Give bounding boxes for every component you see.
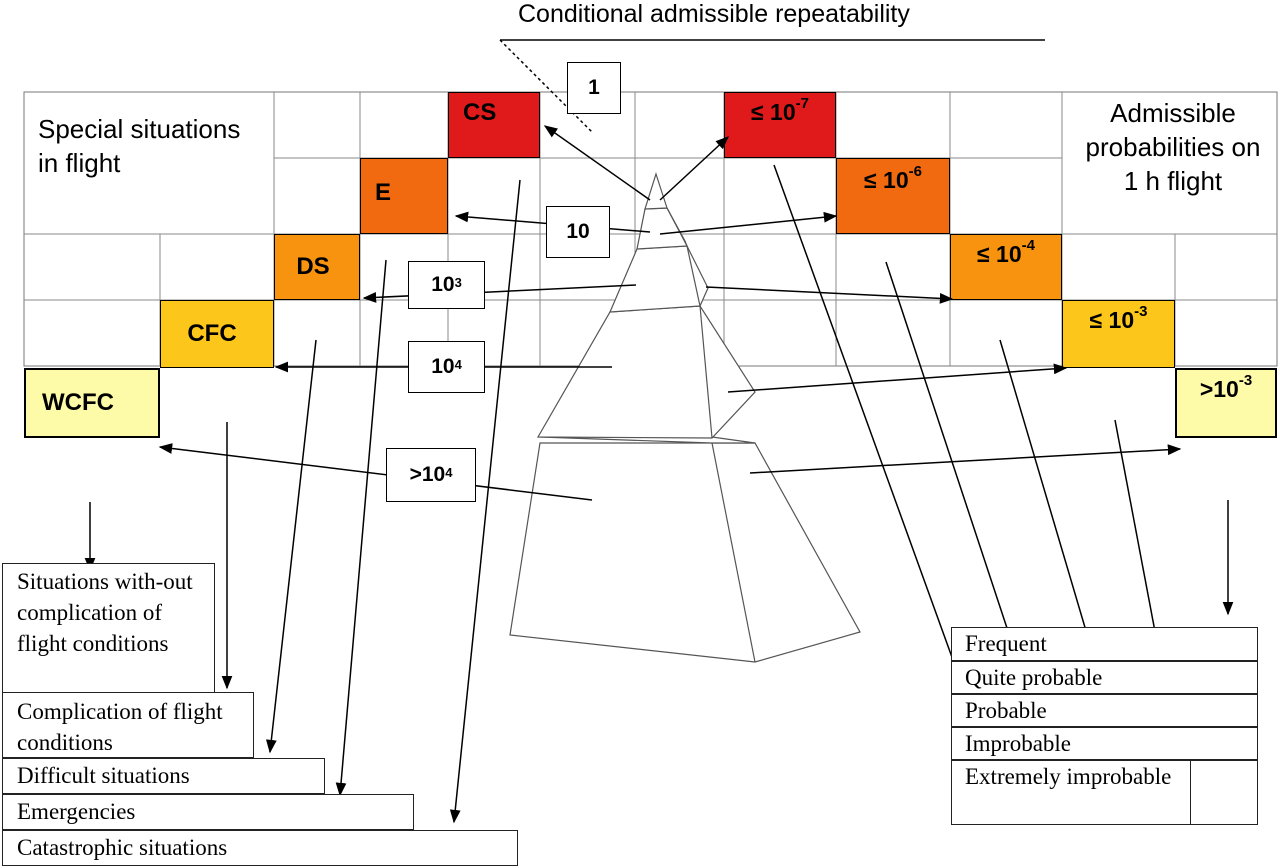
probability-item-4: Extremely improbable bbox=[951, 760, 1191, 825]
situation-item-1: Complication of flight conditions bbox=[2, 692, 254, 758]
probability-gt-1e-3: >10-3 bbox=[1175, 368, 1277, 438]
probability-item-2: Probable bbox=[951, 694, 1258, 727]
probability-1e-3: ≤ 10-3 bbox=[1062, 300, 1175, 368]
probability-item-1: Quite probable bbox=[951, 661, 1258, 694]
severity-wcfc: WCFC bbox=[24, 368, 160, 438]
situation-item-2: Difficult situations bbox=[2, 758, 325, 794]
repeatability-1: 1 bbox=[567, 62, 621, 114]
probability-item-0: Frequent bbox=[951, 627, 1258, 661]
right-header: Admissible probabilities on 1 h flight bbox=[1085, 98, 1261, 196]
probability-1e-6: ≤ 10-6 bbox=[836, 158, 950, 234]
probability-list-frame bbox=[951, 760, 1258, 825]
severity-ds: DS bbox=[274, 234, 360, 300]
probability-1e-4: ≤ 10-4 bbox=[950, 234, 1062, 300]
diagram-title: Conditional admissible repeatability bbox=[518, 0, 910, 28]
situation-item-3: Emergencies bbox=[2, 794, 414, 830]
probability-item-3: Improbable bbox=[951, 727, 1258, 760]
left-header: Special situations in flight bbox=[38, 114, 241, 178]
probability-1e-7: ≤ 10-7 bbox=[724, 92, 836, 158]
situation-item-0: Situations with-out complication of flig… bbox=[2, 563, 215, 693]
situation-item-4: Catastrophic situations bbox=[2, 830, 518, 866]
severity-cfc: CFC bbox=[160, 300, 274, 368]
pyramid bbox=[509, 172, 861, 663]
severity-cs: CS bbox=[448, 92, 540, 158]
repeatability-10: 10 bbox=[546, 206, 610, 258]
severity-e: E bbox=[360, 158, 448, 234]
